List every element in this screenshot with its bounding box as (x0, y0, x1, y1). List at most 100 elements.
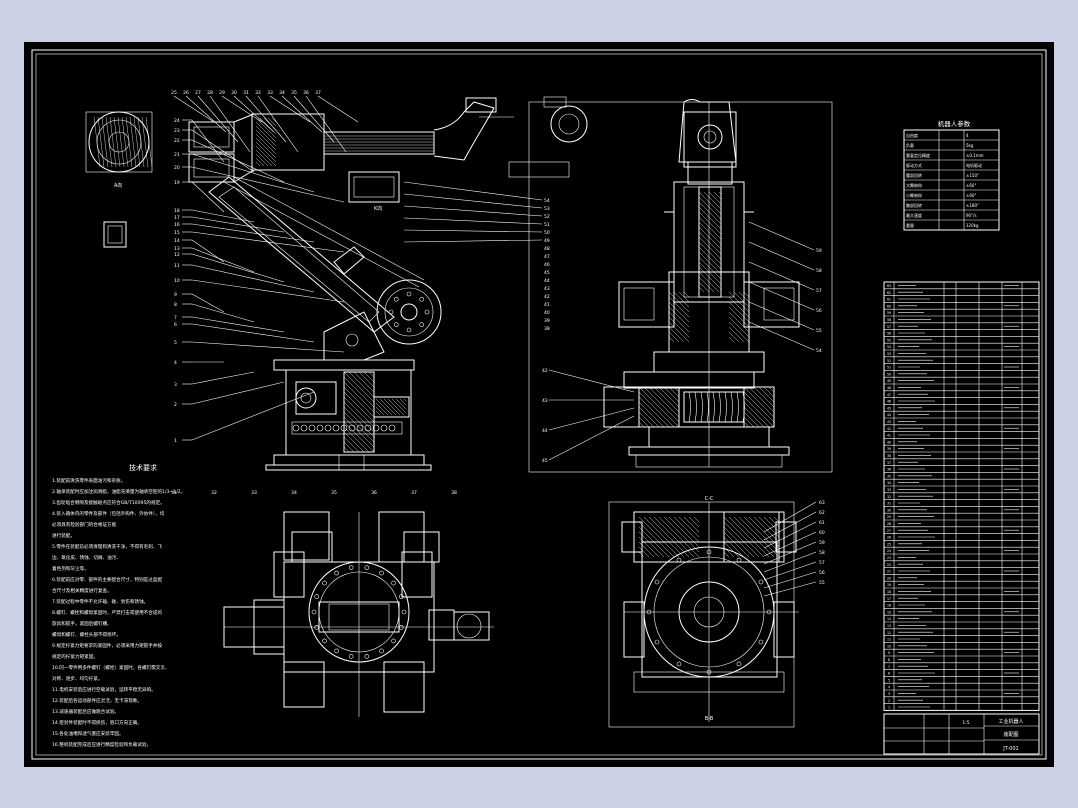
title-drawing-no: JT-001 (1002, 746, 1018, 752)
callout-number: 19 (174, 180, 180, 186)
params-key: 腰部回转 (906, 172, 922, 178)
bom-index: 41 (887, 434, 891, 438)
callout-number: 16 (174, 222, 180, 228)
callout-number: 45 (542, 458, 548, 464)
bom-index: 5 (888, 678, 890, 682)
tech-title: 技术要求 (129, 463, 157, 472)
bom-index: 63 (887, 284, 891, 288)
title-block (883, 713, 1040, 755)
callout-number: 6 (174, 322, 177, 328)
callout-number: 3 (174, 382, 177, 388)
bom-index: 7 (888, 665, 890, 669)
callout-number: 57 (816, 288, 822, 294)
tech-line: 着色剂和灰尘等。 (52, 565, 89, 572)
callout-number: 18 (174, 208, 180, 214)
callout-number: 44 (544, 278, 550, 284)
bom-index: 1 (888, 706, 890, 710)
bom-index: 32 (887, 495, 891, 499)
callout-number: 32 (255, 90, 261, 96)
callout-number: 34 (291, 490, 297, 496)
callout-number: 41 (544, 302, 550, 308)
bom-index: 44 (887, 413, 891, 417)
tech-line: 4.装入箱体内的零件及部件（包括外购件、外协件），均 (52, 510, 165, 517)
bom-index: 12 (887, 631, 891, 635)
bom-index: 52 (887, 359, 891, 363)
callout-number: 4 (174, 360, 177, 366)
callout-number: 61 (819, 520, 825, 526)
params-value: ±150° (966, 173, 979, 178)
callout-number: 54 (816, 348, 822, 354)
cad-drawing: 2423222120191817161514131211109876543212… (31, 49, 1047, 760)
params-value: 5kg (966, 143, 974, 148)
bom-index: 35 (887, 474, 891, 478)
tech-line: 合尺寸及相关精度进行复查。 (52, 587, 112, 594)
bom-index: 9 (888, 651, 890, 655)
callout-number: 54 (544, 198, 550, 204)
callout-number: 59 (816, 248, 822, 254)
tech-line: 3.齿轮啮合侧隙及接触斑点应符合GB/T10095的规定。 (52, 499, 165, 506)
title-name: 工业机器人 (998, 718, 1023, 725)
tech-line: 对称、逐步、均匀拧紧。 (52, 675, 103, 682)
callout-number: 26 (183, 90, 189, 96)
side-view-arm (85, 96, 588, 471)
callout-number: 14 (174, 238, 180, 244)
params-title: 机器人参数 (938, 119, 971, 128)
tech-line: 进行装配。 (52, 532, 75, 539)
bom-table (883, 281, 1040, 711)
tech-line: 15.各处油堵和透气塞应安装牢固。 (52, 730, 124, 737)
bom-index: 25 (887, 542, 891, 546)
tech-line: 边、氧化皮、锈蚀、切屑、油污、 (52, 554, 121, 561)
bom-index: 29 (887, 515, 891, 519)
callout-number: 24 (174, 118, 180, 124)
callout-number: 30 (231, 90, 237, 96)
callout-number: 53 (544, 206, 550, 212)
callout-number: 39 (544, 318, 550, 324)
callout-number: 45 (544, 270, 550, 276)
bom-index: 56 (887, 332, 891, 336)
top-view (223, 511, 494, 717)
bom-index: 14 (887, 617, 891, 621)
bom-index: 13 (887, 624, 891, 628)
tech-line: 10.同一零件用多件螺钉（螺栓）紧固时，各螺钉需交叉、 (52, 664, 170, 671)
params-key: 驱动方式 (906, 162, 922, 168)
bom-index: 37 (887, 461, 891, 465)
tech-line: 14.密封件装配时不得损伤，唇口方向正确。 (52, 719, 142, 726)
params-key: 最大速度 (906, 212, 922, 218)
params-key: 腕部回转 (906, 202, 922, 208)
bom-index: 46 (887, 400, 891, 404)
view-label-bb: B-B (705, 716, 714, 722)
callout-number: 59 (819, 540, 825, 546)
front-view (528, 99, 833, 473)
bom-index: 3 (888, 692, 890, 696)
params-value: 120kg (966, 223, 979, 228)
bom-index: 59 (887, 311, 891, 315)
bom-index: 34 (887, 481, 891, 485)
params-value: ±60° (966, 183, 976, 188)
callout-number: 52 (544, 214, 550, 220)
bom-index: 49 (887, 379, 891, 383)
callout-number: 46 (544, 262, 550, 268)
callout-number: 40 (544, 310, 550, 316)
bom-index: 21 (887, 570, 891, 574)
callout-number: 5 (174, 340, 177, 346)
callout-number: 57 (819, 560, 825, 566)
drawing-frame (31, 49, 1047, 760)
callout-number: 56 (816, 308, 822, 314)
callout-number: 10 (174, 278, 180, 284)
callout-number: 13 (174, 246, 180, 252)
callout-number: 56 (819, 570, 825, 576)
bom-index: 60 (887, 304, 891, 308)
callout-number: 58 (816, 268, 822, 274)
callout-number: 36 (303, 90, 309, 96)
callout-number: 48 (544, 246, 550, 252)
callout-number: 23 (174, 128, 180, 134)
tech-line: 12.装配后各运动部件应灵活，无卡滞现象。 (52, 697, 142, 704)
params-key: 重量 (906, 222, 914, 228)
params-value: 90°/s (966, 213, 977, 218)
tech-line: 8.螺钉、螺栓和螺母紧固时，严禁打击或使用不合适的 (52, 609, 162, 616)
callout-number: 47 (544, 254, 550, 260)
params-key: 小臂俯仰 (906, 192, 922, 198)
bom-index: 6 (888, 672, 890, 676)
bom-index: 48 (887, 386, 891, 390)
callout-number: 44 (542, 428, 548, 434)
